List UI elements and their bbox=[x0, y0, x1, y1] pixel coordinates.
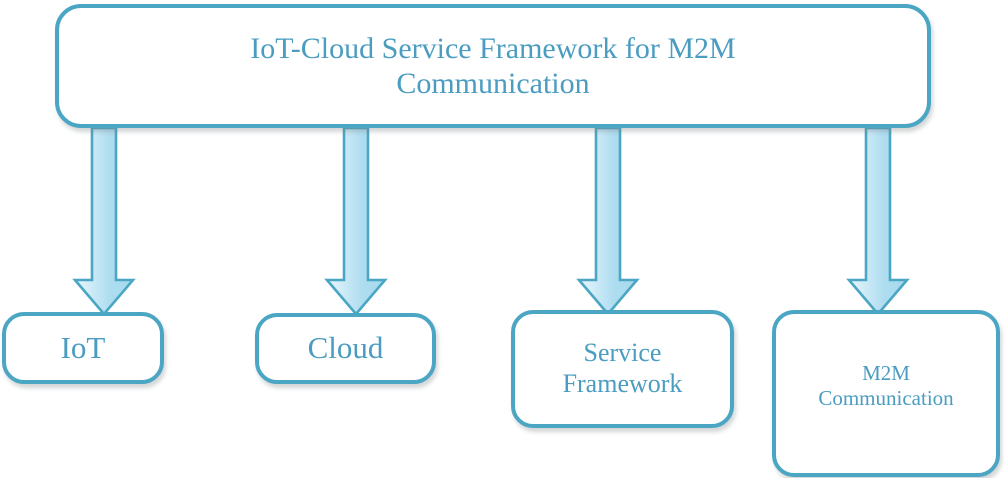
down-block-arrow-icon bbox=[846, 126, 910, 317]
arrow-root-to-service bbox=[576, 126, 640, 317]
node-cloud-label: Cloud bbox=[308, 330, 384, 367]
node-root-label-line2: Communication bbox=[396, 67, 590, 100]
node-m2m-communication-label-line1: M2M bbox=[862, 361, 910, 385]
node-iot-label: IoT bbox=[61, 330, 106, 367]
node-root-label: IoT-Cloud Service Framework for M2M Comm… bbox=[250, 31, 735, 102]
node-service-framework-label: Service Framework bbox=[563, 338, 683, 399]
node-service-framework-label-line2: Framework bbox=[562, 369, 683, 398]
node-service-framework-label-line1: Service bbox=[583, 338, 662, 368]
node-iot-label-line1: IoT bbox=[60, 329, 106, 365]
down-block-arrow-icon bbox=[324, 126, 388, 317]
node-root-label-line1: IoT-Cloud Service Framework for M2M bbox=[250, 31, 736, 65]
node-m2m-communication-label-line2: Communication bbox=[818, 385, 954, 410]
node-m2m-communication-label: M2M Communication bbox=[818, 361, 953, 411]
node-root[interactable]: IoT-Cloud Service Framework for M2M Comm… bbox=[55, 4, 931, 128]
arrow-root-to-m2m bbox=[846, 126, 910, 317]
down-block-arrow-icon bbox=[72, 126, 136, 317]
node-m2m-communication[interactable]: M2M Communication bbox=[772, 310, 1000, 477]
node-iot[interactable]: IoT bbox=[2, 312, 164, 384]
arrow-root-to-cloud bbox=[324, 126, 388, 317]
node-cloud[interactable]: Cloud bbox=[255, 313, 436, 384]
node-cloud-label-line1: Cloud bbox=[307, 330, 384, 366]
down-block-arrow-icon bbox=[576, 126, 640, 317]
arrow-root-to-iot bbox=[72, 126, 136, 317]
node-service-framework[interactable]: Service Framework bbox=[511, 310, 734, 428]
